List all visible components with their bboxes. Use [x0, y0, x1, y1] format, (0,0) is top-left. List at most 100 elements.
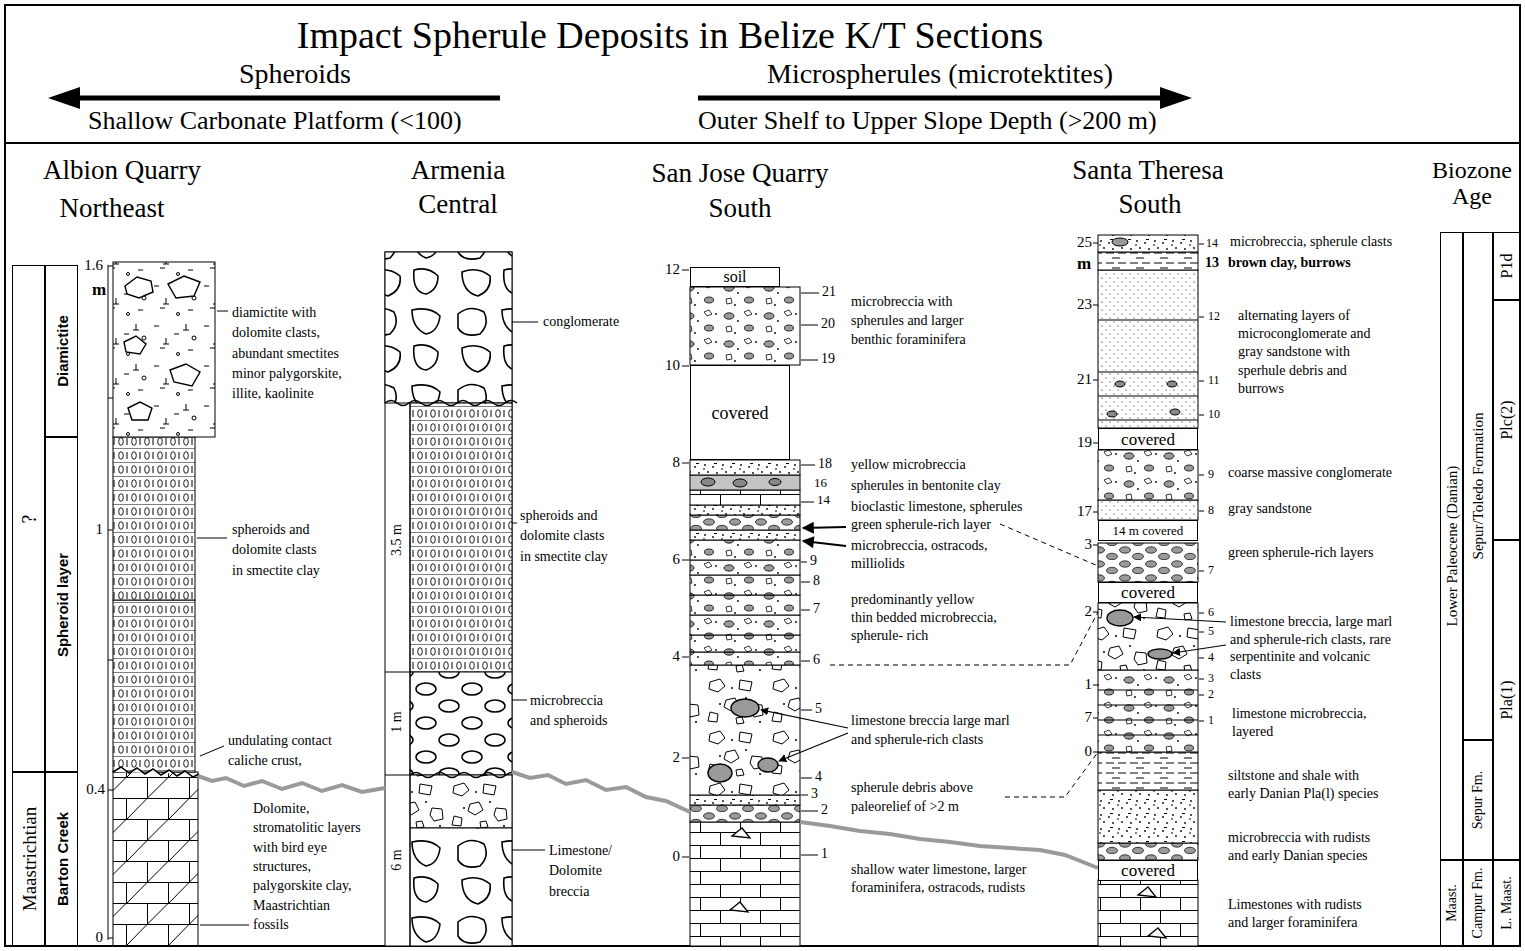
lithology-description: Limestone/ Dolomite breccia	[549, 841, 624, 902]
covered-box: covered	[1098, 582, 1198, 603]
layer-number: 21	[822, 284, 836, 300]
band-label: Maastrichtian	[19, 807, 38, 911]
scale-number: 6	[673, 551, 681, 568]
layer-number: 7	[813, 601, 820, 617]
layer-number: 4	[1208, 651, 1214, 665]
scale-number: 21	[1077, 371, 1092, 388]
band-label: Sepur Fm.	[1471, 771, 1485, 829]
scale-number: 8	[673, 454, 681, 471]
scale-number: 23	[1077, 296, 1092, 313]
lithology-description: Limestones with rudists and larger foram…	[1228, 896, 1368, 932]
scale-number: 2	[1085, 603, 1093, 620]
layer-number: 1	[1208, 714, 1214, 728]
scale-number: 0	[96, 929, 104, 946]
box-label: covered	[1121, 584, 1175, 601]
layer-number: 4	[815, 769, 822, 785]
section-name: Albion Quarry	[43, 155, 201, 186]
unit-band: Diamictite	[45, 265, 78, 437]
covered-box: 14 m covered	[1098, 520, 1198, 541]
layer-number: 14	[817, 493, 830, 508]
scale-number: 7	[1085, 709, 1093, 726]
layer-number: 20	[821, 316, 835, 332]
band-label: P1d	[1499, 254, 1515, 279]
scale-number: 1.6	[84, 257, 103, 274]
scale-number: 17	[1077, 503, 1092, 520]
layer-number: 5	[815, 701, 822, 717]
box-label: covered	[1121, 862, 1175, 879]
lithology-description: limestone microbreccia, layered	[1232, 705, 1392, 741]
layer-number: 7	[1208, 564, 1214, 578]
layer-number: 11	[1208, 374, 1220, 388]
lithology-description: microbreccia, spherule clasts	[1230, 234, 1392, 251]
layer-number: 18	[818, 456, 832, 472]
band-label: Maast.	[1445, 884, 1459, 922]
section-name: Armenia	[411, 155, 505, 186]
layer-number: 6	[1208, 606, 1214, 620]
layer-number: 19	[821, 351, 835, 367]
lithology-description: undulating contact caliche crust,	[228, 731, 353, 772]
layer-number: 6	[813, 652, 820, 668]
lithology-description: yellow microbreccia	[851, 457, 966, 474]
biozone-band: Plc(2)	[1493, 300, 1520, 540]
band-label: Pla(1)	[1499, 680, 1515, 719]
covered-box: soil	[690, 267, 780, 287]
scale-number: 0	[1085, 743, 1093, 760]
scale-number: 4	[673, 648, 681, 665]
lithology-description: gray sandstone	[1228, 501, 1312, 517]
layer-number: 9	[810, 553, 817, 569]
box-label: 14 m covered	[1113, 524, 1184, 537]
header-label: Spheroids	[239, 58, 351, 90]
lithology-description: diamictite with dolomite clasts, abundan…	[232, 303, 357, 404]
layer-number: 14	[1206, 237, 1218, 251]
band-label: Plc(2)	[1499, 400, 1515, 439]
layer-number: 9	[1208, 468, 1214, 482]
layer-number: 12	[1208, 310, 1220, 324]
lithology-description: limestone breccia large marl and spherul…	[851, 712, 1019, 750]
thickness-label: 1 m	[389, 711, 405, 732]
section-name: South	[1118, 189, 1181, 220]
scale-number: 0.4	[86, 781, 105, 798]
scale-number: 12	[665, 261, 680, 278]
section-name: Age	[1452, 183, 1492, 211]
lithology-description: microbreccia with spherules and larger b…	[851, 293, 999, 350]
layer-number: 2	[821, 802, 828, 818]
band-label: Diamictite	[54, 315, 69, 387]
section-name: San Jose Quarry	[652, 158, 829, 189]
covered-box: covered	[1098, 860, 1198, 881]
biozone-band: Pla(1)	[1493, 540, 1520, 860]
layer-number: 1	[821, 846, 828, 862]
band-label: ?	[19, 514, 39, 523]
band-label: Sepur/Toledo Formation	[1471, 413, 1486, 560]
covered-box: covered	[1098, 428, 1198, 450]
lithology-description: alternating layers of microconglomerate …	[1238, 307, 1386, 398]
layer-number: 5	[1208, 625, 1214, 639]
header-label: Microspherules (microtektites)	[767, 58, 1113, 90]
layer-number: 13	[1205, 255, 1219, 271]
lithology-description: brown clay, burrows	[1228, 255, 1351, 272]
section-name: South	[708, 193, 771, 224]
age-band: Maast.	[1440, 860, 1463, 946]
lithology-description: microbreccia and spheroids	[530, 691, 618, 732]
band-label: Barton Creek	[54, 812, 69, 906]
covered-box: covered	[690, 365, 790, 460]
lithology-description: microbreccia, ostracods, milliolids	[851, 537, 1011, 573]
layer-number: 8	[813, 573, 820, 589]
age-band: Lower Paleocene (Danian)	[1440, 232, 1463, 860]
scale-number: 3	[1085, 536, 1093, 553]
band-label: L. Maast.	[1500, 876, 1514, 929]
formation-band: Campur Fm.	[1463, 860, 1493, 946]
age-band: Maastrichtian	[12, 772, 45, 946]
lithology-description: green spherule-rich layer	[851, 517, 991, 534]
thickness-label: 6 m	[389, 849, 405, 870]
lithology-description: spheroids and dolomite clasts in smectit…	[232, 520, 327, 581]
figure-title: Impact Spherule Deposits in Belize K/T S…	[170, 14, 1170, 58]
lithology-description: bioclastic limestone, spherules	[851, 499, 1022, 516]
lithology-description: spherule debris above paleorelief of >2 …	[851, 779, 1001, 817]
header-label: Shallow Carbonate Platform (<100)	[88, 106, 462, 136]
lithology-description: shallow water limestone, larger foramini…	[851, 861, 1051, 897]
lithology-description: limestone breccia, large marl and spheru…	[1230, 613, 1398, 683]
scale-number: m	[1077, 254, 1091, 274]
scale-number: 2	[673, 749, 681, 766]
